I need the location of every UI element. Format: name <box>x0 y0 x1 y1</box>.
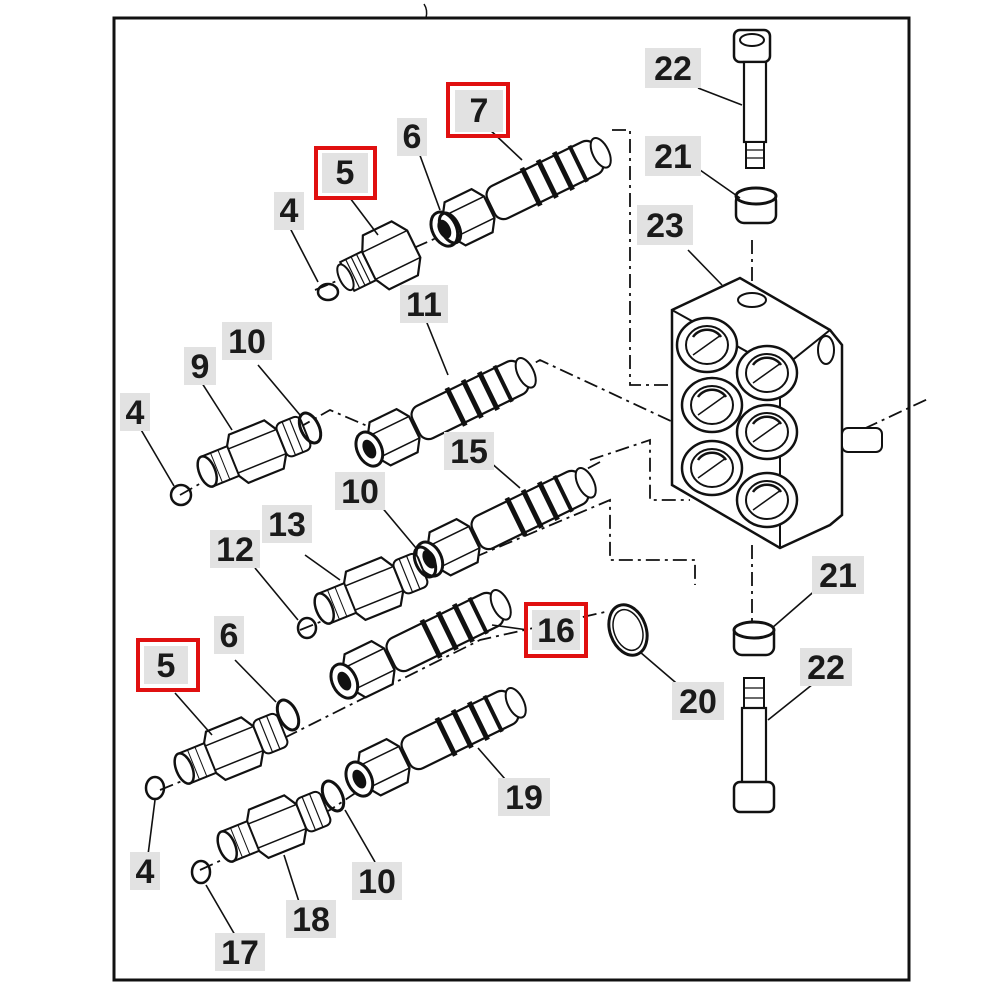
callout-13: 13 <box>262 505 312 544</box>
callout-text: 10 <box>228 323 266 361</box>
callout-text: 11 <box>406 286 442 324</box>
callout-22-bottom: 22 <box>800 648 852 687</box>
part-cap-screw-top <box>732 28 772 169</box>
callout-10-bottom: 10 <box>352 862 402 901</box>
callout-text: 17 <box>221 934 259 972</box>
callout-6-top: 6 <box>397 118 427 156</box>
callout-text: 6 <box>403 118 422 156</box>
callout-text: 13 <box>268 506 306 544</box>
diagram-frame <box>112 16 911 982</box>
callout-11: 11 <box>400 285 448 324</box>
part-fitting-9 <box>188 406 317 500</box>
callout-6-bottom: 6 <box>214 616 244 655</box>
callout-text: 12 <box>216 531 254 569</box>
callout-9: 9 <box>184 347 216 386</box>
callout-4-top: 4 <box>274 192 304 230</box>
callout-text: 5 <box>336 154 355 192</box>
callout-text: 4 <box>126 394 145 432</box>
callout-text: 4 <box>136 853 155 891</box>
callout-text: 22 <box>654 50 692 88</box>
leader-lines <box>139 87 819 936</box>
part-fitting-5-top <box>336 220 422 293</box>
callout-text: 18 <box>292 901 330 939</box>
part-cap-bottom <box>732 620 776 657</box>
callout-text: 21 <box>654 138 692 176</box>
callout-text: 10 <box>341 473 379 511</box>
callout-20: 20 <box>672 682 724 721</box>
callout-text: 7 <box>470 92 489 130</box>
callout-text: 9 <box>191 348 210 386</box>
part-fitting-5-bottom <box>165 703 294 797</box>
callout-text: 21 <box>819 557 857 595</box>
callout-4-mid: 4 <box>120 393 150 432</box>
part-valve-cartridge-15 <box>406 456 605 588</box>
part-valve-cartridge-7 <box>421 126 620 258</box>
part-fitting-18 <box>208 781 337 875</box>
part-cap-top <box>734 186 778 225</box>
callout-17: 17 <box>215 933 265 972</box>
callout-text: 10 <box>358 863 396 901</box>
callout-text: 23 <box>646 207 684 245</box>
callout-text: 15 <box>450 433 488 471</box>
callout-text: 20 <box>679 683 717 721</box>
callout-16: 16 <box>524 602 588 658</box>
callout-7: 7 <box>446 82 510 138</box>
callout-4-bottom: 4 <box>130 852 160 891</box>
callout-22-top: 22 <box>645 48 701 88</box>
callout-15: 15 <box>444 432 494 471</box>
callout-21-bottom: 21 <box>812 556 864 595</box>
callout-5-top: 5 <box>314 146 377 200</box>
part-cap-screw-bottom <box>732 677 776 814</box>
part-o-rings <box>144 208 649 885</box>
callout-text: 22 <box>807 649 845 687</box>
callout-text: 19 <box>505 779 543 817</box>
callout-10-mid: 10 <box>335 472 385 511</box>
callout-text: 4 <box>280 192 299 230</box>
callout-23: 23 <box>637 205 693 245</box>
callout-10-upper: 10 <box>222 322 272 361</box>
callout-18: 18 <box>286 900 336 939</box>
callout-text: 6 <box>220 617 239 655</box>
callout-5-bottom: 5 <box>136 638 200 692</box>
callout-12: 12 <box>210 530 260 569</box>
part-valve-block <box>670 276 883 550</box>
callout-19: 19 <box>498 778 550 817</box>
callout-text: 5 <box>157 647 176 685</box>
callout-text: 16 <box>537 612 575 650</box>
callout-21-top: 21 <box>645 136 701 176</box>
